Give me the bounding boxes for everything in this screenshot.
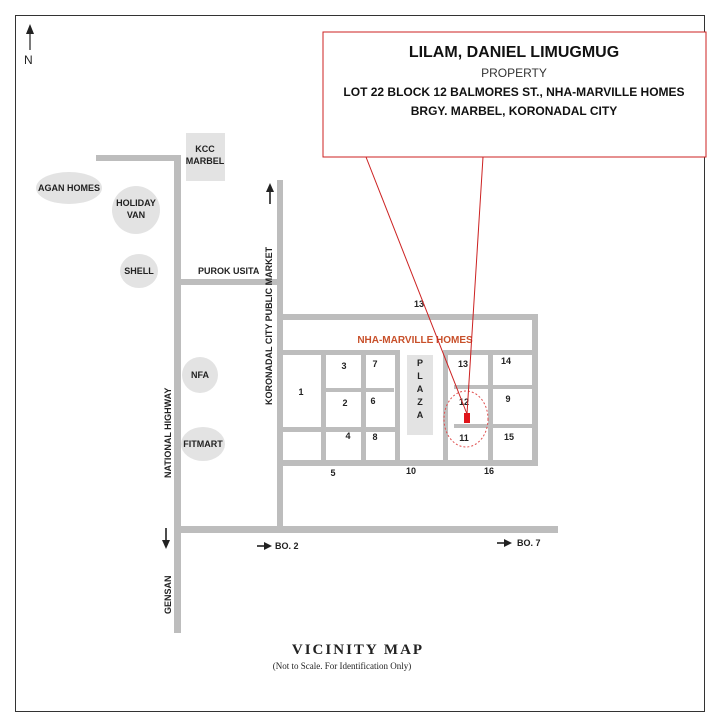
subject-lot-circle (443, 390, 489, 448)
subdiv-street (361, 350, 366, 465)
plaza-letter: Z (417, 397, 423, 407)
arrow-right-icon (257, 542, 272, 550)
subdiv-street (321, 350, 326, 465)
gensan-label: GENSAN (163, 575, 173, 614)
subdiv-street (324, 388, 394, 392)
plaza-letter: L (417, 371, 423, 381)
kcc-label: KCC (195, 144, 215, 154)
property-callout-box (322, 31, 707, 158)
block-number: 1 (298, 387, 303, 397)
public-market-label: KORONADAL CITY PUBLIC MARKET (264, 246, 274, 405)
subdiv-right-street (532, 314, 538, 466)
block-number: 13 (458, 359, 468, 369)
block-number: 3 (341, 361, 346, 371)
bo7-label: BO. 7 (517, 538, 541, 548)
subdiv-top-street (280, 314, 538, 320)
block-number: 15 (504, 432, 514, 442)
north-label: N (24, 53, 33, 67)
subdivision-title: NHA-MARVILLE HOMES (357, 335, 473, 346)
subject-lot-marker (464, 413, 470, 423)
block-number: 4 (345, 431, 350, 441)
landmark-fitmart (181, 427, 225, 461)
arrow-right-icon (497, 539, 512, 547)
subdiv-street (395, 350, 400, 465)
kcc-label: MARBEL (186, 156, 225, 166)
arrow-up-icon (266, 183, 274, 204)
nfa-label: NFA (191, 370, 210, 380)
arrow-down-icon (162, 528, 170, 549)
holiday-van-label: HOLIDAY (116, 198, 156, 208)
road-national-highway (174, 155, 181, 633)
plaza-letter: A (417, 410, 424, 420)
landmark-kcc (186, 133, 225, 181)
agan-homes-label: AGAN HOMES (38, 183, 100, 193)
subdiv-street (443, 350, 448, 465)
block-number-subject: 12 (459, 397, 469, 407)
subdiv-street (454, 424, 535, 428)
shell-label: SHELL (124, 266, 154, 276)
road-network (96, 155, 558, 633)
bo2-label: BO. 2 (275, 541, 299, 551)
plaza (407, 355, 433, 435)
north-arrow-icon (26, 24, 34, 50)
map-title: VICINITY MAP (292, 642, 424, 658)
callout-leader-line (365, 156, 468, 415)
block-number: 16 (484, 466, 494, 476)
map-subtitle: (Not to Scale. For Identification Only) (273, 661, 411, 671)
block-number: 13 (414, 299, 424, 309)
landmark-holiday-van (112, 186, 160, 234)
landmark-shell (120, 254, 158, 288)
property-label: PROPERTY (481, 66, 547, 80)
block-number: 11 (459, 433, 469, 443)
block-number: 2 (342, 398, 347, 408)
national-highway-label: NATIONAL HIGHWAY (163, 388, 173, 478)
landmark-nfa (182, 357, 218, 393)
plaza-letter: P (417, 358, 423, 368)
block-number: 8 (372, 432, 377, 442)
road-kcc (96, 155, 180, 161)
block-number: 6 (370, 396, 375, 406)
plaza-letter: A (417, 384, 424, 394)
block-number: 5 (330, 468, 335, 478)
subdiv-street (454, 385, 535, 389)
callout-leader-line (466, 156, 484, 415)
subdiv-bottom-street (280, 460, 538, 466)
subdiv-street (280, 350, 400, 355)
property-address-line2: BRGY. MARBEL, KORONADAL CITY (411, 104, 617, 118)
block-number: 9 (505, 394, 510, 404)
road-purok-usita (174, 279, 281, 285)
property-address-line1: LOT 22 BLOCK 12 BALMORES ST., NHA-MARVIL… (343, 85, 684, 99)
map-frame (15, 15, 705, 712)
block-number: 14 (501, 356, 511, 366)
subdiv-street (280, 427, 400, 432)
owner-name: LILAM, DANIEL LIMUGMUG (409, 44, 619, 61)
landmark-agan-homes (36, 172, 102, 204)
block-number: 7 (372, 359, 377, 369)
purok-usita-label: PUROK USITA (198, 266, 260, 276)
fitmart-label: FITMART (183, 439, 223, 449)
road-bo2-bo7 (176, 526, 558, 533)
block-number: 10 (406, 466, 416, 476)
subdiv-street (488, 350, 493, 465)
holiday-van-label: VAN (127, 210, 145, 220)
